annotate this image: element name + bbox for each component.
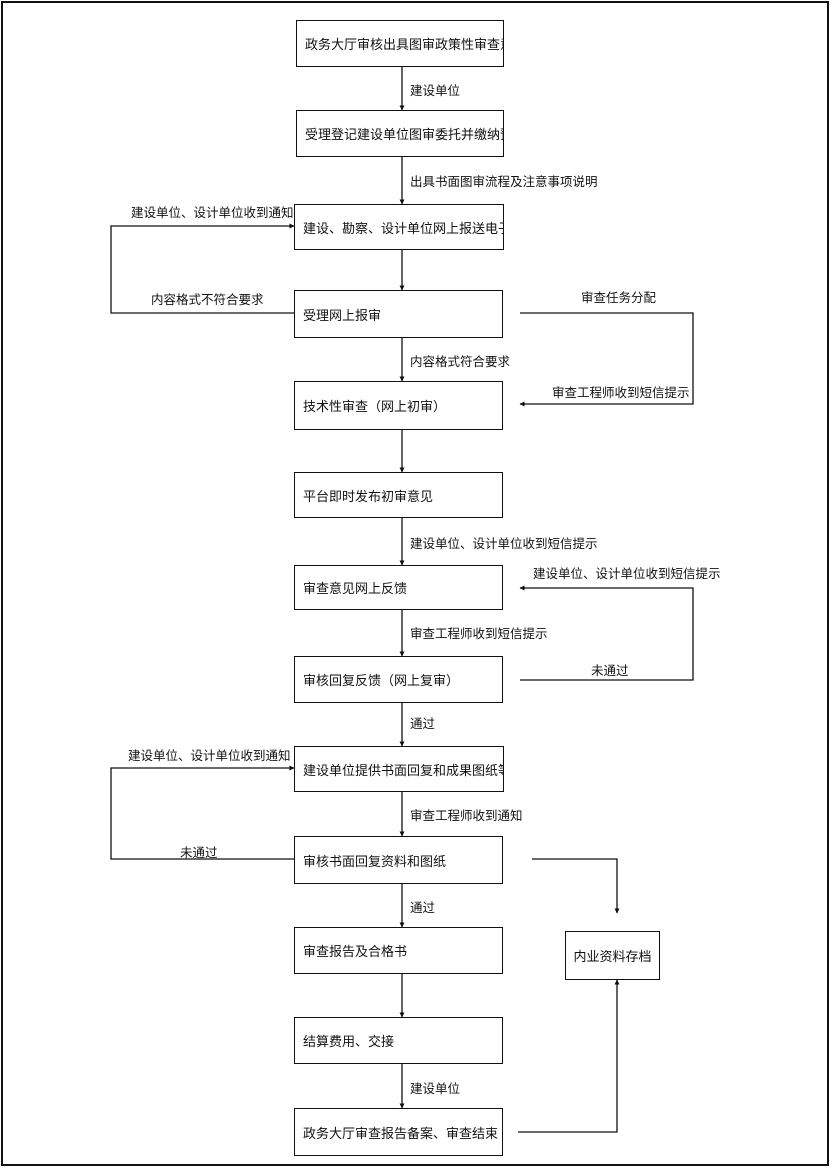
loop-reject-b4-to-b3 [110,223,295,314]
step-label: 内业资料存档 [573,950,652,965]
step-box-verify-drawings: 审核书面回复资料和图纸 [294,836,503,884]
edge-label: 未通过 [180,845,218,860]
edge-label: 审查工程师收到短信提示 [552,385,690,400]
step-label: 建设、勘察、设计单位网上报送电子版图审资料 [303,221,503,237]
step-box-publish-opinion: 平台即时发布初审意见 [294,472,503,518]
step-label: 建设单位提供书面回复和成果图纸等资料 [303,763,503,779]
step-label: 政务大厅审查报告备案、审查结束 [303,1126,499,1142]
loop-reject-b10-to-b9 [110,765,295,860]
edge-label: 通过 [410,900,436,915]
step-box-settlement: 结算费用、交接 [294,1017,503,1064]
edge-label: 建设单位、设计单位收到通知 [131,205,294,220]
step-box-recheck: 审核回复反馈（网上复审） [294,656,503,703]
step-box-online-submission: 建设、勘察、设计单位网上报送电子版图审资料 [294,204,504,250]
loop-reject-b8-to-b7 [519,585,694,681]
arrow-b10-to-archive [532,858,620,914]
step-label: 受理网上报审 [303,308,382,324]
edge-label: 审查任务分配 [581,290,657,305]
edge-label: 通过 [410,716,436,731]
step-label: 审查报告及合格书 [303,945,408,960]
edge-label: 未通过 [591,663,629,678]
step-box-written-reply: 建设单位提供书面回复和成果图纸等资料 [294,746,504,792]
edge-label: 内容格式符合要求 [410,354,511,369]
step-label: 平台即时发布初审意见 [303,489,434,505]
step-box-policy-review: 政务大厅审核出具图审政策性审查意见书 [296,20,504,67]
edge-label: 审查工程师收到短信提示 [410,626,548,641]
edge-label: 内容格式不符合要求 [151,292,264,307]
step-label: 结算费用、交接 [303,1035,395,1050]
arrow-b13-to-archive [518,979,620,1133]
step-label: 审核书面回复资料和图纸 [303,854,447,870]
edge-label: 建设单位、设计单位收到短信提示 [410,536,598,551]
step-box-technical-review: 技术性审查（网上初审） [294,381,503,430]
step-box-archive: 内业资料存档 [565,931,660,980]
edge-label: 建设单位 [410,83,461,98]
step-box-report-certificate: 审查报告及合格书 [294,927,503,974]
edge-label: 建设单位 [410,1081,461,1096]
step-label: 审核回复反馈（网上复审） [303,674,460,689]
step-label: 政务大厅审核出具图审政策性审查意见书 [305,38,503,53]
step-box-accept-online: 受理网上报审 [294,290,503,338]
step-box-filing-end: 政务大厅审查报告备案、审查结束 [294,1108,503,1156]
edge-label: 建设单位、设计单位收到通知 [128,748,291,763]
step-label: 技术性审查（网上初审） [303,400,447,415]
step-label: 审查意见网上反馈 [303,582,408,597]
step-label: 受理登记建设单位图审委托并缴纳预收费 [305,128,503,143]
step-box-registration: 受理登记建设单位图审委托并缴纳预收费 [296,110,504,157]
edge-label: 建设单位、设计单位收到短信提示 [533,566,721,581]
edge-label: 出具书面图审流程及注意事项说明 [410,174,598,189]
step-box-online-feedback: 审查意见网上反馈 [294,565,503,610]
loop-assign-b4-to-b5 [519,312,694,407]
edge-label: 审查工程师收到通知 [410,808,523,823]
